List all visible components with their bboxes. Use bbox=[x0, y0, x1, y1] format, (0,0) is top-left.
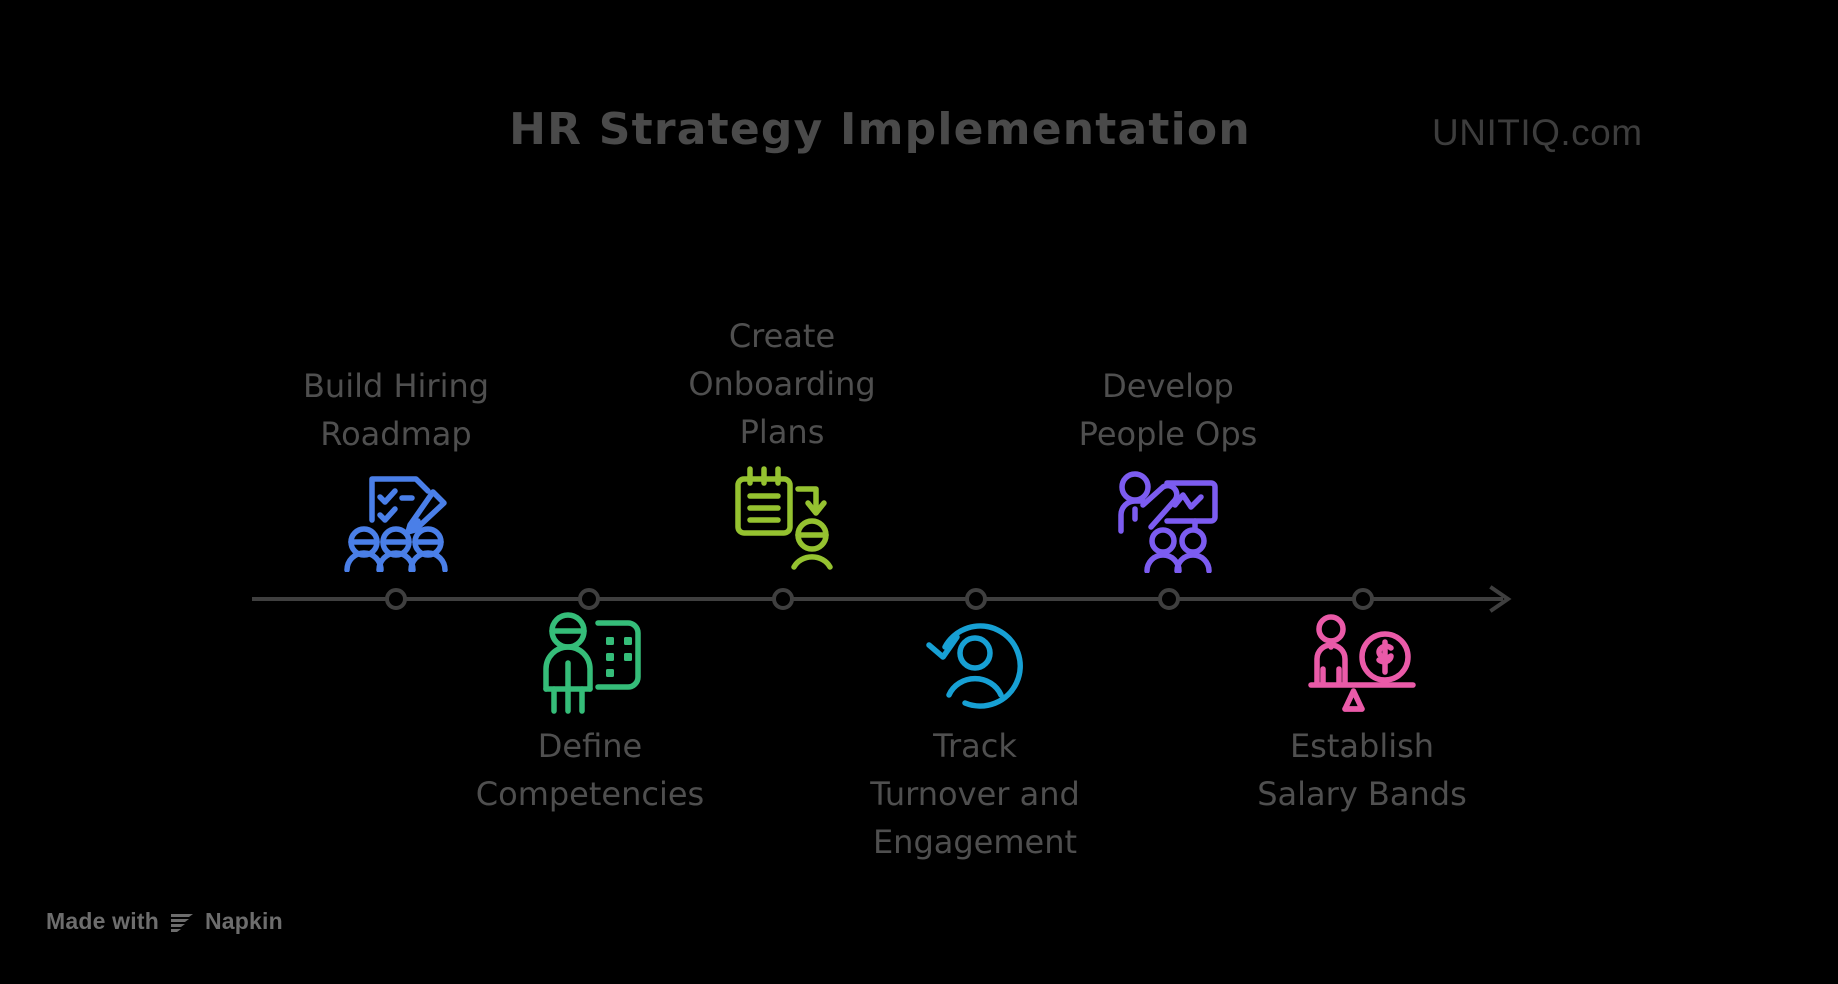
napkin-triangle-icon bbox=[170, 913, 193, 932]
person-competency-matrix-icon bbox=[440, 608, 740, 718]
timeline-node-6[interactable] bbox=[1352, 588, 1374, 610]
milestone-define-competencies[interactable]: Define Competencies bbox=[440, 608, 740, 818]
watermark: Made with Napkin bbox=[46, 908, 283, 935]
milestone-label: Create Onboarding Plans bbox=[688, 317, 876, 451]
timeline-node-4[interactable] bbox=[965, 588, 987, 610]
notepad-arrow-person-icon bbox=[632, 462, 932, 572]
watermark-brand: Napkin bbox=[204, 908, 283, 934]
milestone-label: Track Turnover and Engagement bbox=[870, 727, 1080, 861]
milestone-build-hiring-roadmap[interactable]: Build Hiring Roadmap bbox=[246, 362, 546, 574]
balance-scale-person-money-icon bbox=[1212, 608, 1512, 718]
watermark-prefix: Made with bbox=[46, 908, 159, 934]
milestone-label: Define Competencies bbox=[475, 727, 705, 813]
brand-logo: UNITIQ.com bbox=[1432, 112, 1643, 153]
milestone-track-turnover-engagement[interactable]: Track Turnover and Engagement bbox=[825, 608, 1125, 866]
timeline-node-5[interactable] bbox=[1158, 588, 1180, 610]
page-title: HR Strategy Implementation bbox=[509, 104, 1251, 155]
milestone-label: Develop People Ops bbox=[1078, 367, 1258, 453]
timeline-axis-line bbox=[252, 597, 1503, 601]
header: HR Strategy Implementation UNITIQ.com bbox=[0, 0, 1838, 190]
milestone-create-onboarding-plans[interactable]: Create Onboarding Plans bbox=[632, 312, 932, 572]
person-cycle-arrow-icon bbox=[825, 608, 1125, 718]
milestone-establish-salary-bands[interactable]: Establish Salary Bands bbox=[1212, 608, 1512, 818]
timeline-arrow-icon bbox=[1489, 585, 1512, 613]
timeline-node-1[interactable] bbox=[385, 588, 407, 610]
milestone-label: Establish Salary Bands bbox=[1257, 727, 1467, 813]
milestone-develop-people-ops[interactable]: Develop People Ops bbox=[1018, 362, 1318, 574]
timeline-node-3[interactable] bbox=[772, 588, 794, 610]
milestone-label: Build Hiring Roadmap bbox=[302, 367, 490, 453]
presenter-board-audience-icon bbox=[1018, 464, 1318, 574]
checklist-pencil-people-icon bbox=[246, 464, 546, 574]
timeline-node-2[interactable] bbox=[578, 588, 600, 610]
